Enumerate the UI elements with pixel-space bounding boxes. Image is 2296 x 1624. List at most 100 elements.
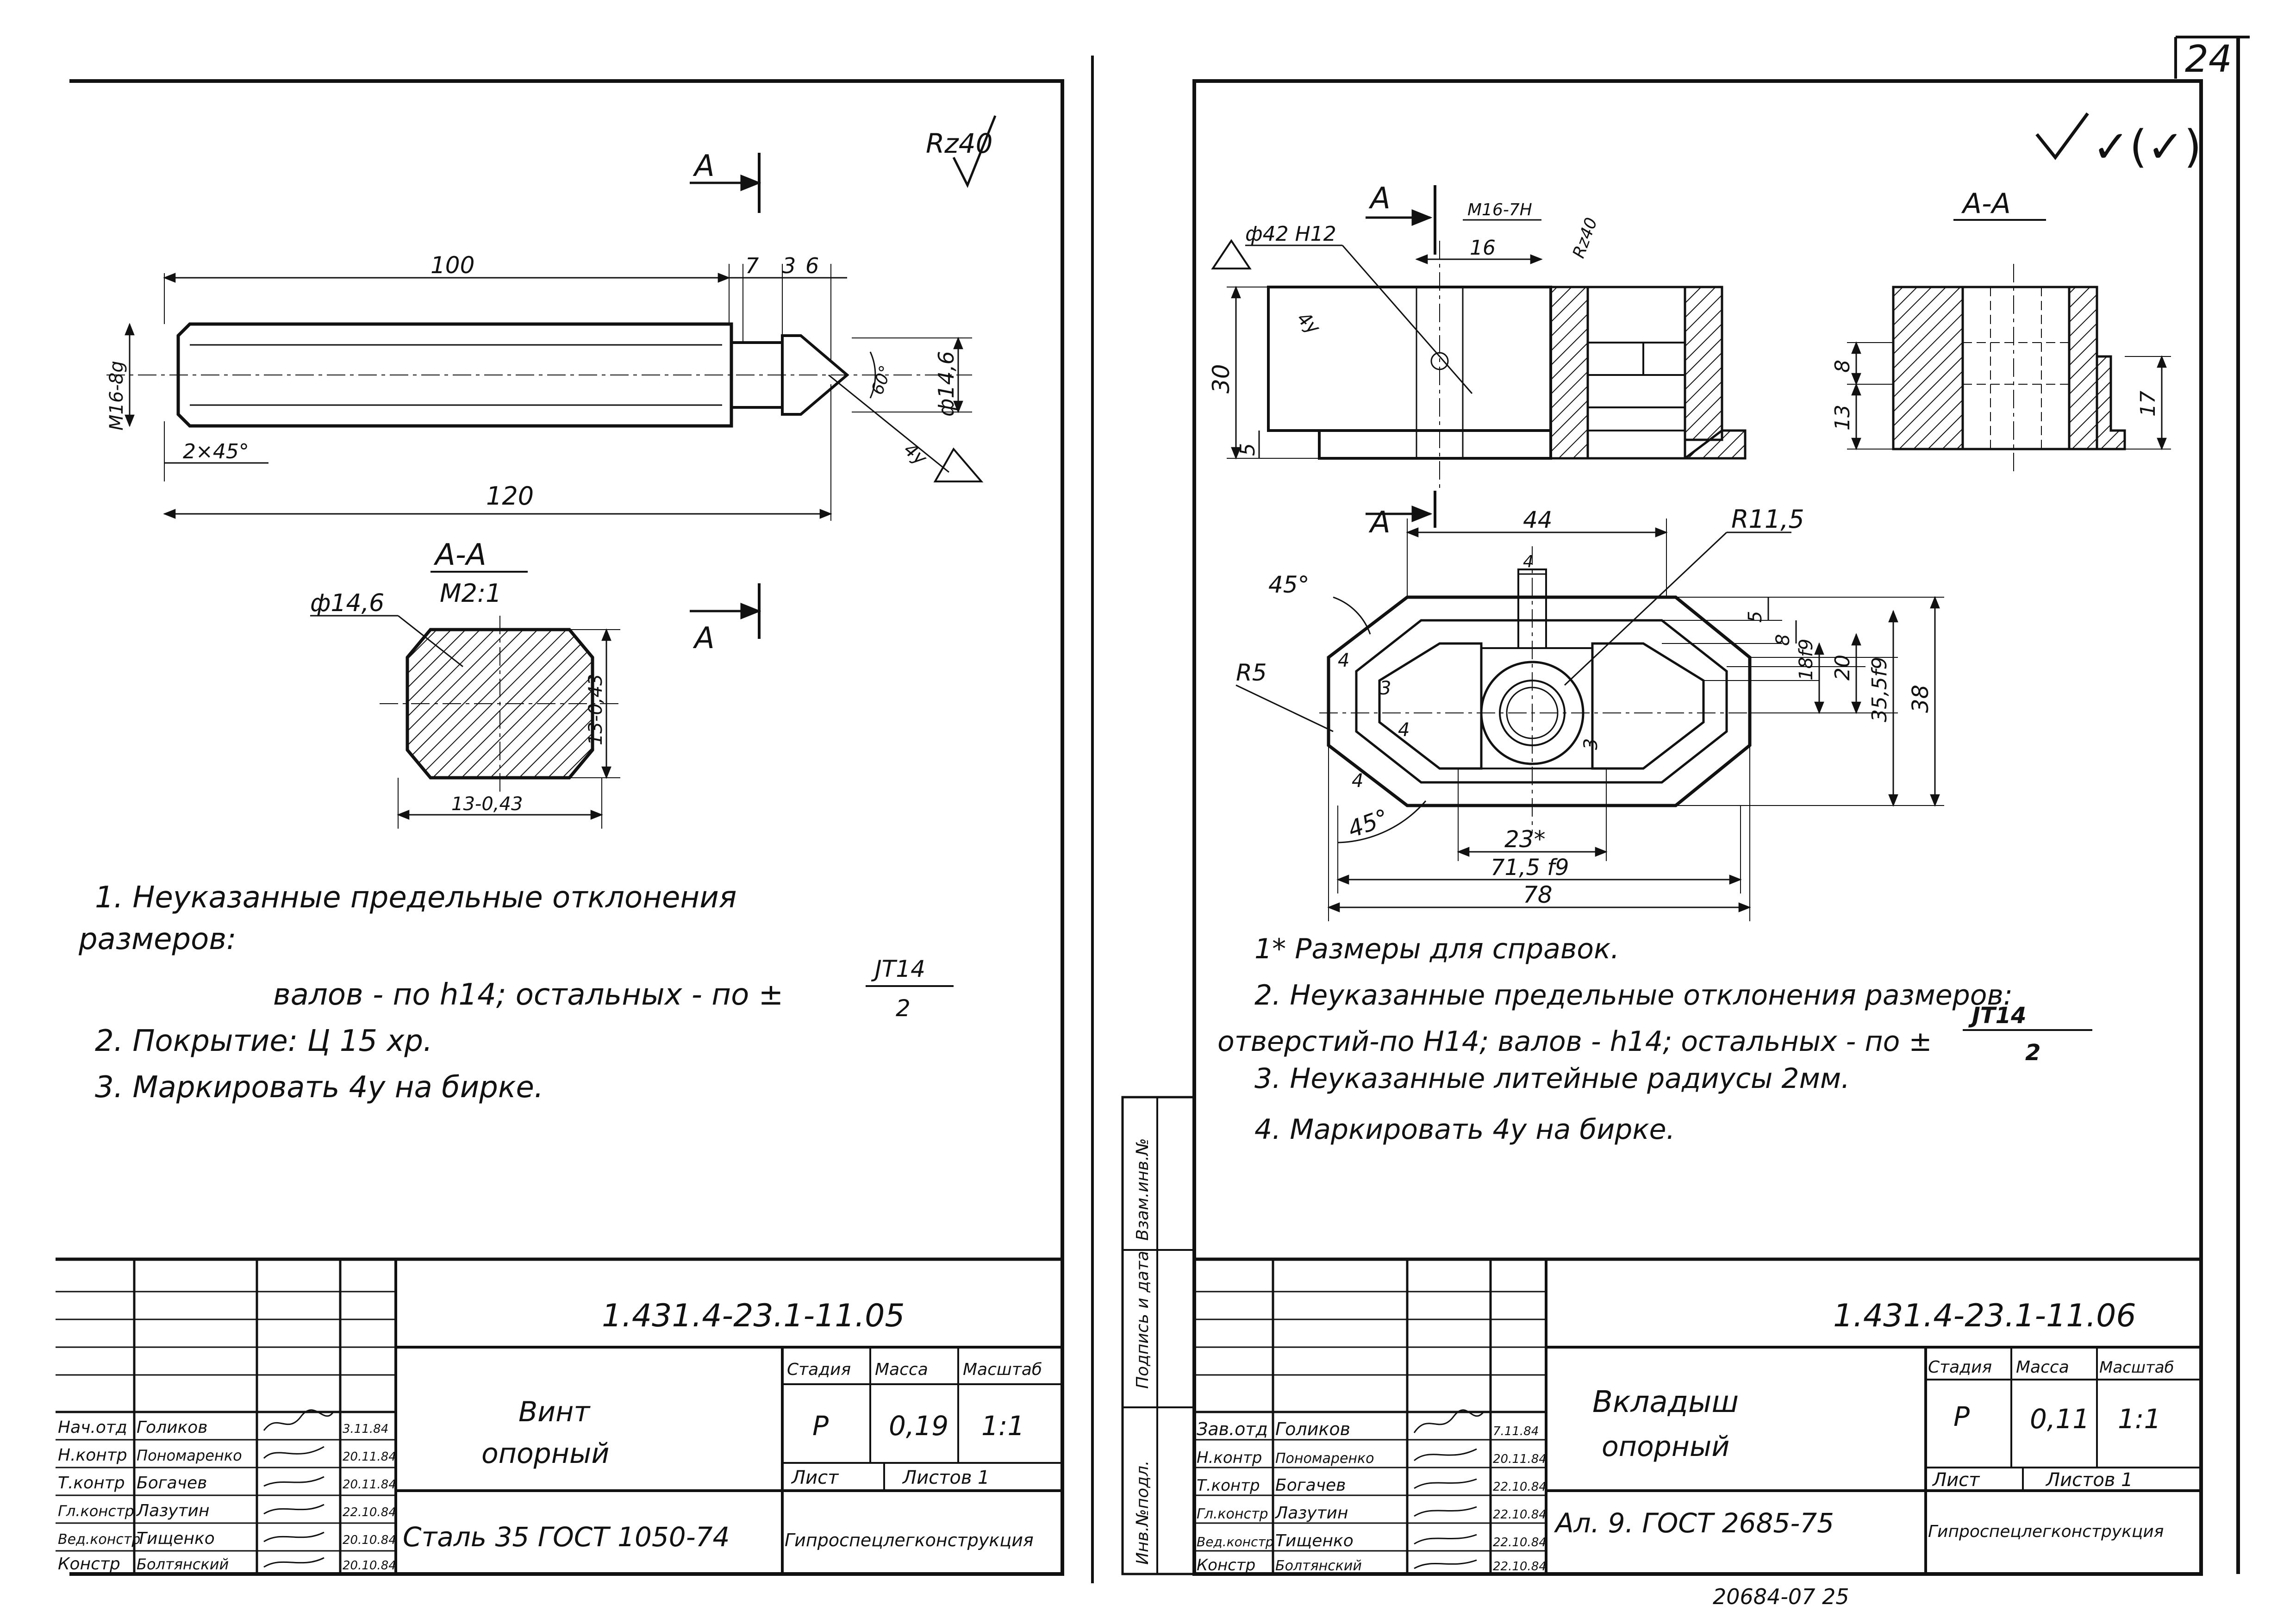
svg-text:22.10.84: 22.10.84: [1493, 1508, 1547, 1522]
right-sheet-frame: [1192, 79, 2203, 1576]
svg-text:45°: 45°: [1268, 571, 1310, 598]
svg-text:R5: R5: [1236, 659, 1267, 686]
right-approval-rows: Зав.отд Голиков 7.11.84 Н.контр Пономаре…: [1197, 1419, 1547, 1574]
svg-text:1:1: 1:1: [981, 1410, 1024, 1442]
svg-text:М16-7Н: М16-7Н: [1467, 200, 1532, 219]
svg-text:Лазутин: Лазутин: [1274, 1504, 1348, 1523]
svg-text:Листов 1: Листов 1: [2045, 1469, 2133, 1491]
svg-text:Р: Р: [812, 1410, 829, 1442]
svg-text:20.10.84: 20.10.84: [343, 1533, 396, 1547]
svg-text:8: 8: [1831, 360, 1854, 373]
right-doc-code: 1.431.4-23.1-11.06: [1833, 1298, 2136, 1334]
svg-text:4: 4: [1352, 770, 1363, 792]
left-sheet-frame: [69, 79, 1064, 1576]
svg-text:7.11.84: 7.11.84: [1493, 1424, 1539, 1438]
svg-text:Масштаб: Масштаб: [963, 1360, 1042, 1379]
svg-text:2×45°: 2×45°: [183, 440, 249, 463]
svg-text:4у: 4у: [900, 438, 931, 470]
svg-text:Н.контр: Н.контр: [58, 1446, 127, 1465]
svg-text:2: 2: [896, 995, 911, 1022]
svg-text:38: 38: [1908, 685, 1934, 713]
svg-text:3. Неуказанные литейные радиус: 3. Неуказанные литейные радиусы 2мм.: [1254, 1062, 1850, 1095]
svg-text:ф42 Н12: ф42 Н12: [1245, 222, 1336, 246]
svg-text:3. Маркировать 4у на бирке.: 3. Маркировать 4у на бирке.: [95, 1070, 543, 1105]
svg-text:20: 20: [1831, 655, 1854, 681]
svg-text:JT14: JT14: [1968, 1003, 2026, 1029]
svg-text:Лазутин: Лазутин: [136, 1501, 209, 1520]
svg-text:Пономаренко: Пономаренко: [137, 1447, 242, 1464]
svg-text:Стадия: Стадия: [787, 1360, 851, 1379]
page-number-box: 24: [2174, 36, 2250, 81]
left-section-mark-bottom: А: [690, 583, 761, 656]
svg-text:Гл.констр: Гл.констр: [58, 1502, 134, 1520]
svg-text:13-0,43: 13-0,43: [451, 793, 523, 815]
left-notes: 1. Неуказанные предельные отклонения раз…: [78, 881, 954, 1105]
right-part-name-1: Вкладыш: [1592, 1385, 1739, 1419]
left-signatures: [263, 1409, 334, 1568]
svg-text:4: 4: [1523, 552, 1534, 571]
svg-text:М2:1: М2:1: [440, 579, 502, 608]
bushing-front-view: А А ф42 Н12 4у: [1208, 181, 1747, 540]
svg-text:1. Неуказанные предельные откл: 1. Неуказанные предельные отклонения: [95, 881, 736, 915]
right-signatures: [1413, 1409, 1485, 1569]
right-part-name-2: опорный: [1602, 1430, 1729, 1463]
svg-text:Голиков: Голиков: [137, 1418, 207, 1437]
svg-text:ф14,6: ф14,6: [934, 351, 959, 417]
screw-side-view: 100 7 3 6 М16-8g 2×45° 120 ф14,6 60° 4у: [106, 252, 984, 521]
svg-text:Листов 1: Листов 1: [902, 1467, 990, 1488]
svg-text:4. Маркировать 4у на бирке.: 4. Маркировать 4у на бирке.: [1254, 1113, 1675, 1146]
svg-text:2. Неуказанные предельные откл: 2. Неуказанные предельные отклонения раз…: [1254, 979, 2013, 1012]
svg-text:1* Размеры для справок.: 1* Размеры для справок.: [1254, 933, 1619, 965]
svg-text:20.11.84: 20.11.84: [343, 1450, 396, 1464]
left-sheet: Rz40 А А 100: [56, 79, 1064, 1576]
svg-text:А: А: [693, 149, 715, 183]
right-org: Гипроспецлегконструкция: [1928, 1522, 2164, 1541]
svg-text:✓(✓): ✓(✓): [2092, 121, 2202, 173]
screw-section-view: А-А М2:1 ф14,6 13-0,43 13-0,43: [310, 538, 620, 829]
left-part-name-1: Винт: [518, 1396, 591, 1428]
svg-text:0,19: 0,19: [889, 1410, 948, 1442]
svg-text:44: 44: [1523, 506, 1553, 533]
svg-text:45°: 45°: [1344, 804, 1392, 843]
left-org: Гипроспецлегконструкция: [785, 1530, 1034, 1550]
svg-text:3: 3: [1379, 678, 1391, 699]
svg-text:2: 2: [2025, 1040, 2040, 1066]
svg-text:Масса: Масса: [2016, 1358, 2069, 1377]
left-doc-code: 1.431.4-23.1-11.05: [602, 1298, 905, 1334]
bottom-stamp: 20684-07 25: [1713, 1584, 1849, 1609]
svg-text:Лист: Лист: [1932, 1469, 1980, 1491]
left-part-name-2: опорный: [481, 1437, 609, 1470]
left-section-mark-top: А: [690, 149, 761, 213]
svg-text:Нач.отд: Нач.отд: [58, 1418, 127, 1437]
svg-text:А: А: [693, 621, 715, 656]
svg-text:Стадия: Стадия: [1928, 1358, 1992, 1377]
svg-text:78: 78: [1523, 881, 1553, 908]
svg-text:18f9: 18f9: [1796, 639, 1817, 681]
svg-text:Пономаренко: Пономаренко: [1275, 1450, 1374, 1467]
svg-text:3: 3: [1580, 738, 1602, 750]
svg-text:Болтянский: Болтянский: [137, 1555, 229, 1573]
svg-text:Масштаб: Масштаб: [2099, 1358, 2174, 1377]
right-sheet: ✓(✓) А А ф42 Н12: [1121, 79, 2203, 1576]
right-roughness-symbol: ✓(✓): [2035, 112, 2202, 173]
bushing-section-view: А-А 8 13 17: [1831, 187, 2171, 472]
svg-text:30: 30: [1208, 364, 1235, 394]
svg-text:13-0,43: 13-0,43: [585, 674, 606, 745]
svg-text:Богачев: Богачев: [1275, 1476, 1346, 1495]
svg-text:8: 8: [1772, 634, 1794, 646]
svg-text:Тищенко: Тищенко: [1275, 1531, 1354, 1550]
left-roughness-text: Rz40: [926, 128, 993, 159]
svg-text:16: 16: [1470, 236, 1496, 260]
svg-text:Зав.отд: Зав.отд: [1197, 1419, 1268, 1439]
svg-text:А: А: [1368, 181, 1391, 216]
left-approval-rows: Нач.отд Голиков 3.11.84 Н.контр Пономаре…: [58, 1418, 396, 1574]
svg-text:Взам.инв.№: Взам.инв.№: [1133, 1138, 1152, 1241]
svg-text:размеров:: размеров:: [78, 922, 237, 956]
svg-text:Гл.констр: Гл.констр: [1197, 1506, 1268, 1522]
svg-text:Вед.констр: Вед.констр: [1197, 1534, 1274, 1549]
svg-text:Р: Р: [1953, 1401, 1970, 1432]
svg-text:3: 3: [782, 253, 796, 278]
svg-text:Тищенко: Тищенко: [137, 1529, 215, 1548]
svg-text:0,11: 0,11: [2030, 1403, 2090, 1435]
